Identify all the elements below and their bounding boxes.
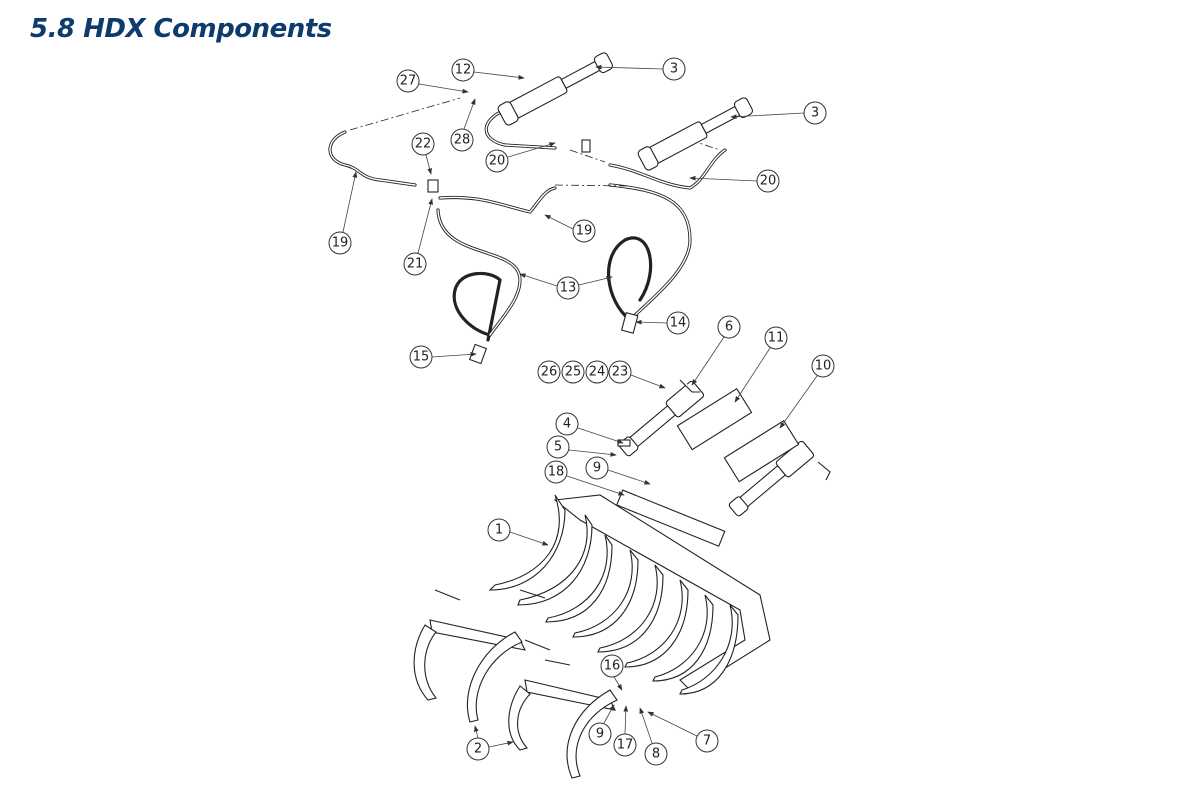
svg-text:5: 5 bbox=[554, 440, 562, 455]
svg-text:27: 27 bbox=[400, 74, 417, 89]
svg-text:19: 19 bbox=[332, 236, 349, 251]
svg-text:28: 28 bbox=[454, 133, 471, 148]
callout-26: 26 bbox=[537, 360, 561, 384]
svg-text:14: 14 bbox=[670, 316, 687, 331]
callout-8: 8 bbox=[644, 742, 668, 766]
svg-text:6: 6 bbox=[725, 320, 733, 335]
svg-text:8: 8 bbox=[652, 747, 660, 762]
callouts: 27 12 3 3 28 20 20 22 19 21 19 13 14 15 … bbox=[328, 57, 835, 766]
svg-text:10: 10 bbox=[815, 359, 832, 374]
svg-text:21: 21 bbox=[407, 257, 424, 272]
svg-text:18: 18 bbox=[548, 465, 565, 480]
callout-9: 9 bbox=[585, 456, 609, 480]
svg-text:17: 17 bbox=[617, 738, 634, 753]
callout-6: 6 bbox=[717, 315, 741, 339]
svg-text:25: 25 bbox=[565, 365, 582, 380]
callout-2: 2 bbox=[466, 737, 490, 761]
hydraulic-hoses bbox=[328, 97, 727, 365]
svg-text:13: 13 bbox=[560, 281, 577, 296]
svg-text:23: 23 bbox=[612, 365, 629, 380]
callout-21: 21 bbox=[403, 252, 427, 276]
callout-16: 16 bbox=[600, 654, 624, 678]
callout-12: 12 bbox=[451, 58, 475, 82]
callout-5: 5 bbox=[546, 435, 570, 459]
callout-19: 19 bbox=[572, 219, 596, 243]
page-title: 5.8 HDX Components bbox=[30, 14, 332, 44]
callout-11: 11 bbox=[764, 326, 788, 350]
callout-3: 3 bbox=[803, 101, 827, 125]
svg-text:1: 1 bbox=[495, 523, 503, 538]
svg-text:20: 20 bbox=[489, 154, 506, 169]
callout-10: 10 bbox=[811, 354, 835, 378]
svg-text:22: 22 bbox=[415, 137, 432, 152]
svg-text:26: 26 bbox=[541, 365, 558, 380]
callout-24: 24 bbox=[585, 360, 609, 384]
callout-15: 15 bbox=[409, 345, 433, 369]
callout-23: 23 bbox=[608, 360, 632, 384]
hydraulic-cylinders bbox=[497, 52, 831, 517]
callout-13: 13 bbox=[556, 276, 580, 300]
callout-18: 18 bbox=[544, 460, 568, 484]
svg-text:9: 9 bbox=[593, 461, 601, 476]
svg-text:9: 9 bbox=[596, 727, 604, 742]
callout-17: 17 bbox=[613, 733, 637, 757]
svg-text:15: 15 bbox=[413, 350, 430, 365]
svg-text:20: 20 bbox=[760, 174, 777, 189]
callout-4: 4 bbox=[555, 412, 579, 436]
svg-text:3: 3 bbox=[811, 106, 819, 121]
callout-19: 19 bbox=[328, 231, 352, 255]
callout-22: 22 bbox=[411, 132, 435, 156]
grapple-frame bbox=[413, 489, 771, 779]
svg-text:24: 24 bbox=[589, 365, 606, 380]
callout-9: 9 bbox=[588, 722, 612, 746]
svg-text:7: 7 bbox=[703, 734, 711, 749]
svg-text:16: 16 bbox=[604, 659, 621, 674]
svg-text:4: 4 bbox=[563, 417, 571, 432]
svg-text:2: 2 bbox=[474, 742, 482, 757]
svg-text:11: 11 bbox=[768, 331, 785, 346]
svg-text:19: 19 bbox=[576, 224, 593, 239]
callout-7: 7 bbox=[695, 729, 719, 753]
callout-14: 14 bbox=[666, 311, 690, 335]
callout-20: 20 bbox=[756, 169, 780, 193]
svg-text:12: 12 bbox=[455, 63, 472, 78]
callout-25: 25 bbox=[561, 360, 585, 384]
svg-text:3: 3 bbox=[670, 62, 678, 77]
callout-20: 20 bbox=[485, 149, 509, 173]
callout-27: 27 bbox=[396, 69, 420, 93]
callout-3: 3 bbox=[662, 57, 686, 81]
callout-1: 1 bbox=[487, 518, 511, 542]
callout-28: 28 bbox=[450, 128, 474, 152]
